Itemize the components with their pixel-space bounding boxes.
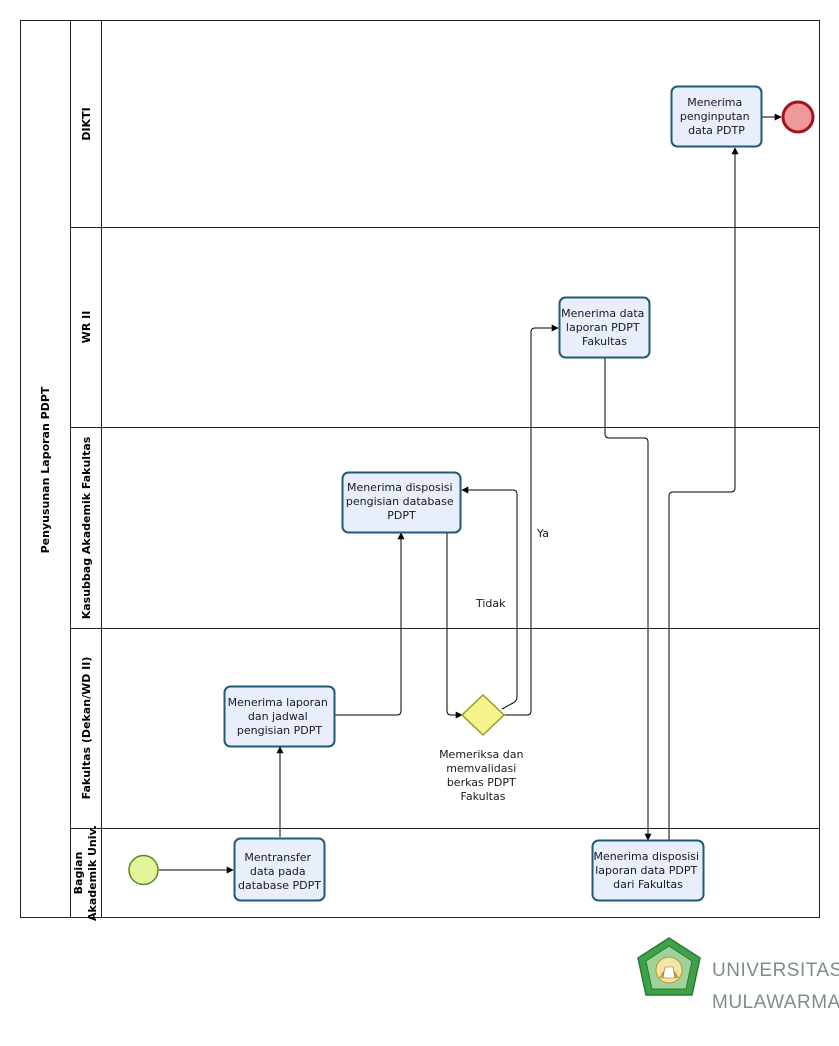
pool: Penyusunan Laporan PDPT <box>20 20 820 918</box>
task-line: Menerima laporan <box>228 696 328 709</box>
task-line: Menerima data <box>561 307 644 320</box>
flow-laporan-to-disposisi <box>335 532 405 716</box>
task-line: laporan PDPT <box>566 321 640 334</box>
lane-label-dikti: DIKTI <box>80 107 93 140</box>
lane-label-kasubbag: Kasubbag Akademik Fakultas <box>80 436 93 619</box>
task-line: Fakultas <box>582 335 627 348</box>
task-line: pengisian database <box>346 495 454 508</box>
flow-disposisi-to-gateway <box>446 533 463 719</box>
pool-title: Penyusunan Laporan PDPT <box>39 386 52 553</box>
task-line: dan jadwal <box>248 710 308 723</box>
university-logo: UNIVERSITAS MULAWARMAN <box>637 937 839 1013</box>
task-menerima-disposisi-pengisian[interactable]: Menerima disposisi pengisian database PD… <box>341 471 462 534</box>
logo-line2: MULAWARMAN <box>712 992 839 1013</box>
task-line: Mentransfer <box>244 851 311 864</box>
university-emblem-icon <box>637 937 701 996</box>
task-line: database PDPT <box>238 879 321 892</box>
lane-label-bagian-line1: Bagian <box>72 852 85 895</box>
start-event <box>128 854 159 886</box>
flow-label-tidak: Tidak <box>475 597 506 610</box>
svg-text:Menerima laporan dan jad: Menerima laporan dan jadwal pengisian PD… <box>228 696 332 737</box>
svg-text:Menerima disposisi pengi: Menerima disposisi pengisian database PD… <box>346 481 457 522</box>
task-line: data PDTP <box>688 124 745 137</box>
flow-bagian-to-dikti <box>668 147 739 840</box>
flow-gateway-ya <box>504 324 559 716</box>
lane-label-wr2: WR II <box>80 311 93 344</box>
task-line: dari Fakultas <box>613 878 683 891</box>
svg-text:Mentransfer data pada: Mentransfer data pada database PDPT <box>238 851 321 892</box>
end-event <box>781 100 815 134</box>
task-mentransfer[interactable]: Mentransfer data pada database PDPT <box>233 837 326 902</box>
logo-line1: UNIVERSITAS <box>712 960 839 981</box>
task-line: pengisian PDPT <box>237 724 322 737</box>
task-line: data pada <box>250 865 306 878</box>
lane-label-fakultas: Fakultas (Dekan/WD II) <box>80 657 93 800</box>
flow-gateway-tidak <box>461 486 518 710</box>
task-line: laporan data PDPT <box>595 864 697 877</box>
svg-text:Menerima penginputan: Menerima penginputan data PDTP <box>680 96 753 137</box>
lane-label-bagian-line2: Akademik Univ. <box>86 825 99 921</box>
task-line: penginputan <box>680 110 750 123</box>
flow-label-ya: Ya <box>536 527 549 540</box>
task-menerima-data-laporan[interactable]: Menerima data laporan PDPT Fakultas <box>558 296 651 359</box>
gateway-validation[interactable] <box>460 693 506 737</box>
task-menerima-laporan-jadwal[interactable]: Menerima laporan dan jadwal pengisian PD… <box>223 685 336 748</box>
sequence-flows <box>159 113 782 874</box>
svg-text:Menerima disposisi lapor: Menerima disposisi laporan data PDPT dar… <box>593 850 702 891</box>
task-line: Menerima <box>687 96 742 109</box>
gateway-label: Memeriksa dan memvalidasi berkas PDPT Fa… <box>439 748 527 803</box>
task-menerima-penginputan[interactable]: Menerima penginputan data PDTP <box>670 85 763 148</box>
flow-wr2-to-bagian <box>604 357 652 841</box>
task-line: Menerima disposisi <box>593 850 699 863</box>
lane-separators <box>70 227 820 829</box>
svg-text:Menerima data laporan PD: Menerima data laporan PDPT Fakultas <box>561 307 648 348</box>
task-line: PDPT <box>387 509 416 522</box>
task-menerima-disposisi-laporan[interactable]: Menerima disposisi laporan data PDPT dar… <box>591 839 705 902</box>
task-line: Menerima disposisi <box>347 481 453 494</box>
